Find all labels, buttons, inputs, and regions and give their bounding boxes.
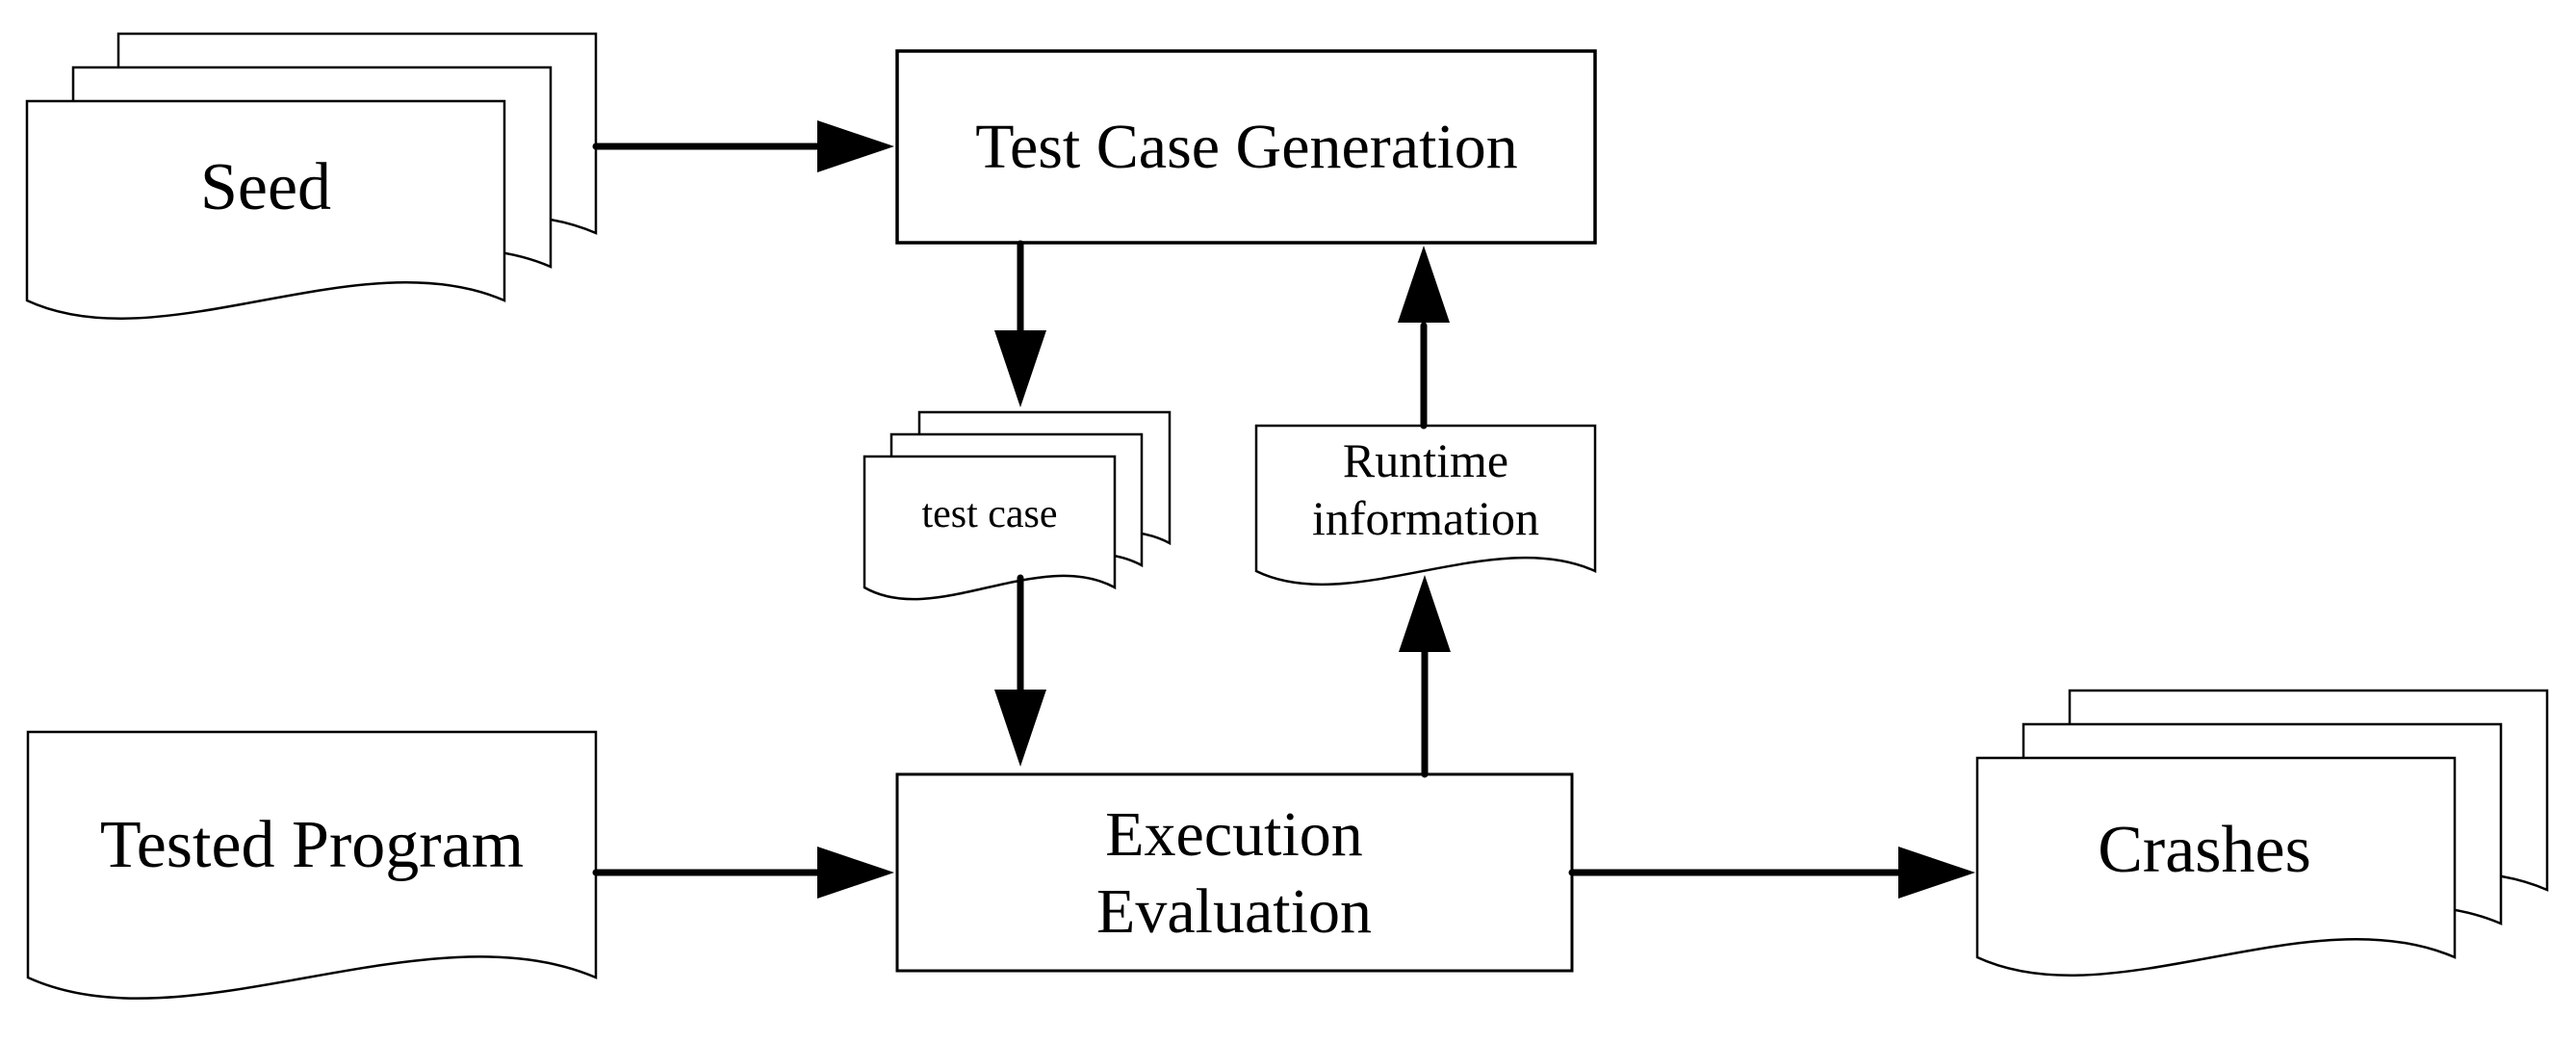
test-case-label: test case [921, 492, 1057, 536]
arrow-execution-evaluation-to-crashes [1568, 847, 1975, 899]
arrow-test-case-generation-to-test-case [994, 240, 1046, 407]
tested-program-doc-shape [26, 730, 598, 1000]
test-case-generation-rect [895, 49, 1597, 245]
arrow-head [994, 330, 1046, 407]
crashes-document-stack: Crashes [1975, 689, 2549, 978]
execution-evaluation-label-line2: Evaluation [1096, 876, 1372, 947]
tested-program-label: Tested Program [100, 808, 524, 882]
arrow-test-case-to-execution-evaluation [994, 574, 1046, 767]
tested-program-document: Tested Program [26, 730, 598, 1000]
arrow-seed-to-test-case-generation [592, 120, 894, 172]
execution-evaluation-box: Execution Evaluation [895, 772, 1574, 973]
arrow-head [1898, 847, 1975, 899]
arrow-head [994, 690, 1046, 767]
test-case-doc-front [863, 455, 1117, 601]
arrow-head [1398, 246, 1450, 323]
runtime-information-label-line1: Runtime [1343, 433, 1508, 487]
test-case-generation-box: Test Case Generation [895, 49, 1597, 245]
seed-doc-front [25, 99, 506, 321]
execution-evaluation-rect [895, 772, 1574, 973]
arrow-runtime-information-to-test-case-generation [1398, 246, 1450, 430]
runtime-information-document: Runtime information [1254, 424, 1597, 586]
seed-label: Seed [200, 150, 331, 224]
runtime-information-label-line2: information [1312, 491, 1539, 545]
arrow-head [817, 847, 894, 899]
test-case-document-stack: test case [863, 410, 1172, 601]
execution-evaluation-label-line1: Execution [1105, 799, 1363, 870]
crashes-label: Crashes [2098, 813, 2311, 887]
arrow-head [1399, 575, 1451, 652]
arrow-tested-program-to-execution-evaluation [592, 847, 894, 899]
crashes-doc-front [1975, 756, 2457, 978]
seed-document-stack: Seed [25, 32, 598, 321]
test-case-generation-label: Test Case Generation [975, 112, 1518, 182]
arrow-execution-evaluation-to-runtime-information [1399, 575, 1451, 778]
arrow-head [817, 120, 894, 172]
runtime-information-doc-shape [1254, 424, 1597, 586]
